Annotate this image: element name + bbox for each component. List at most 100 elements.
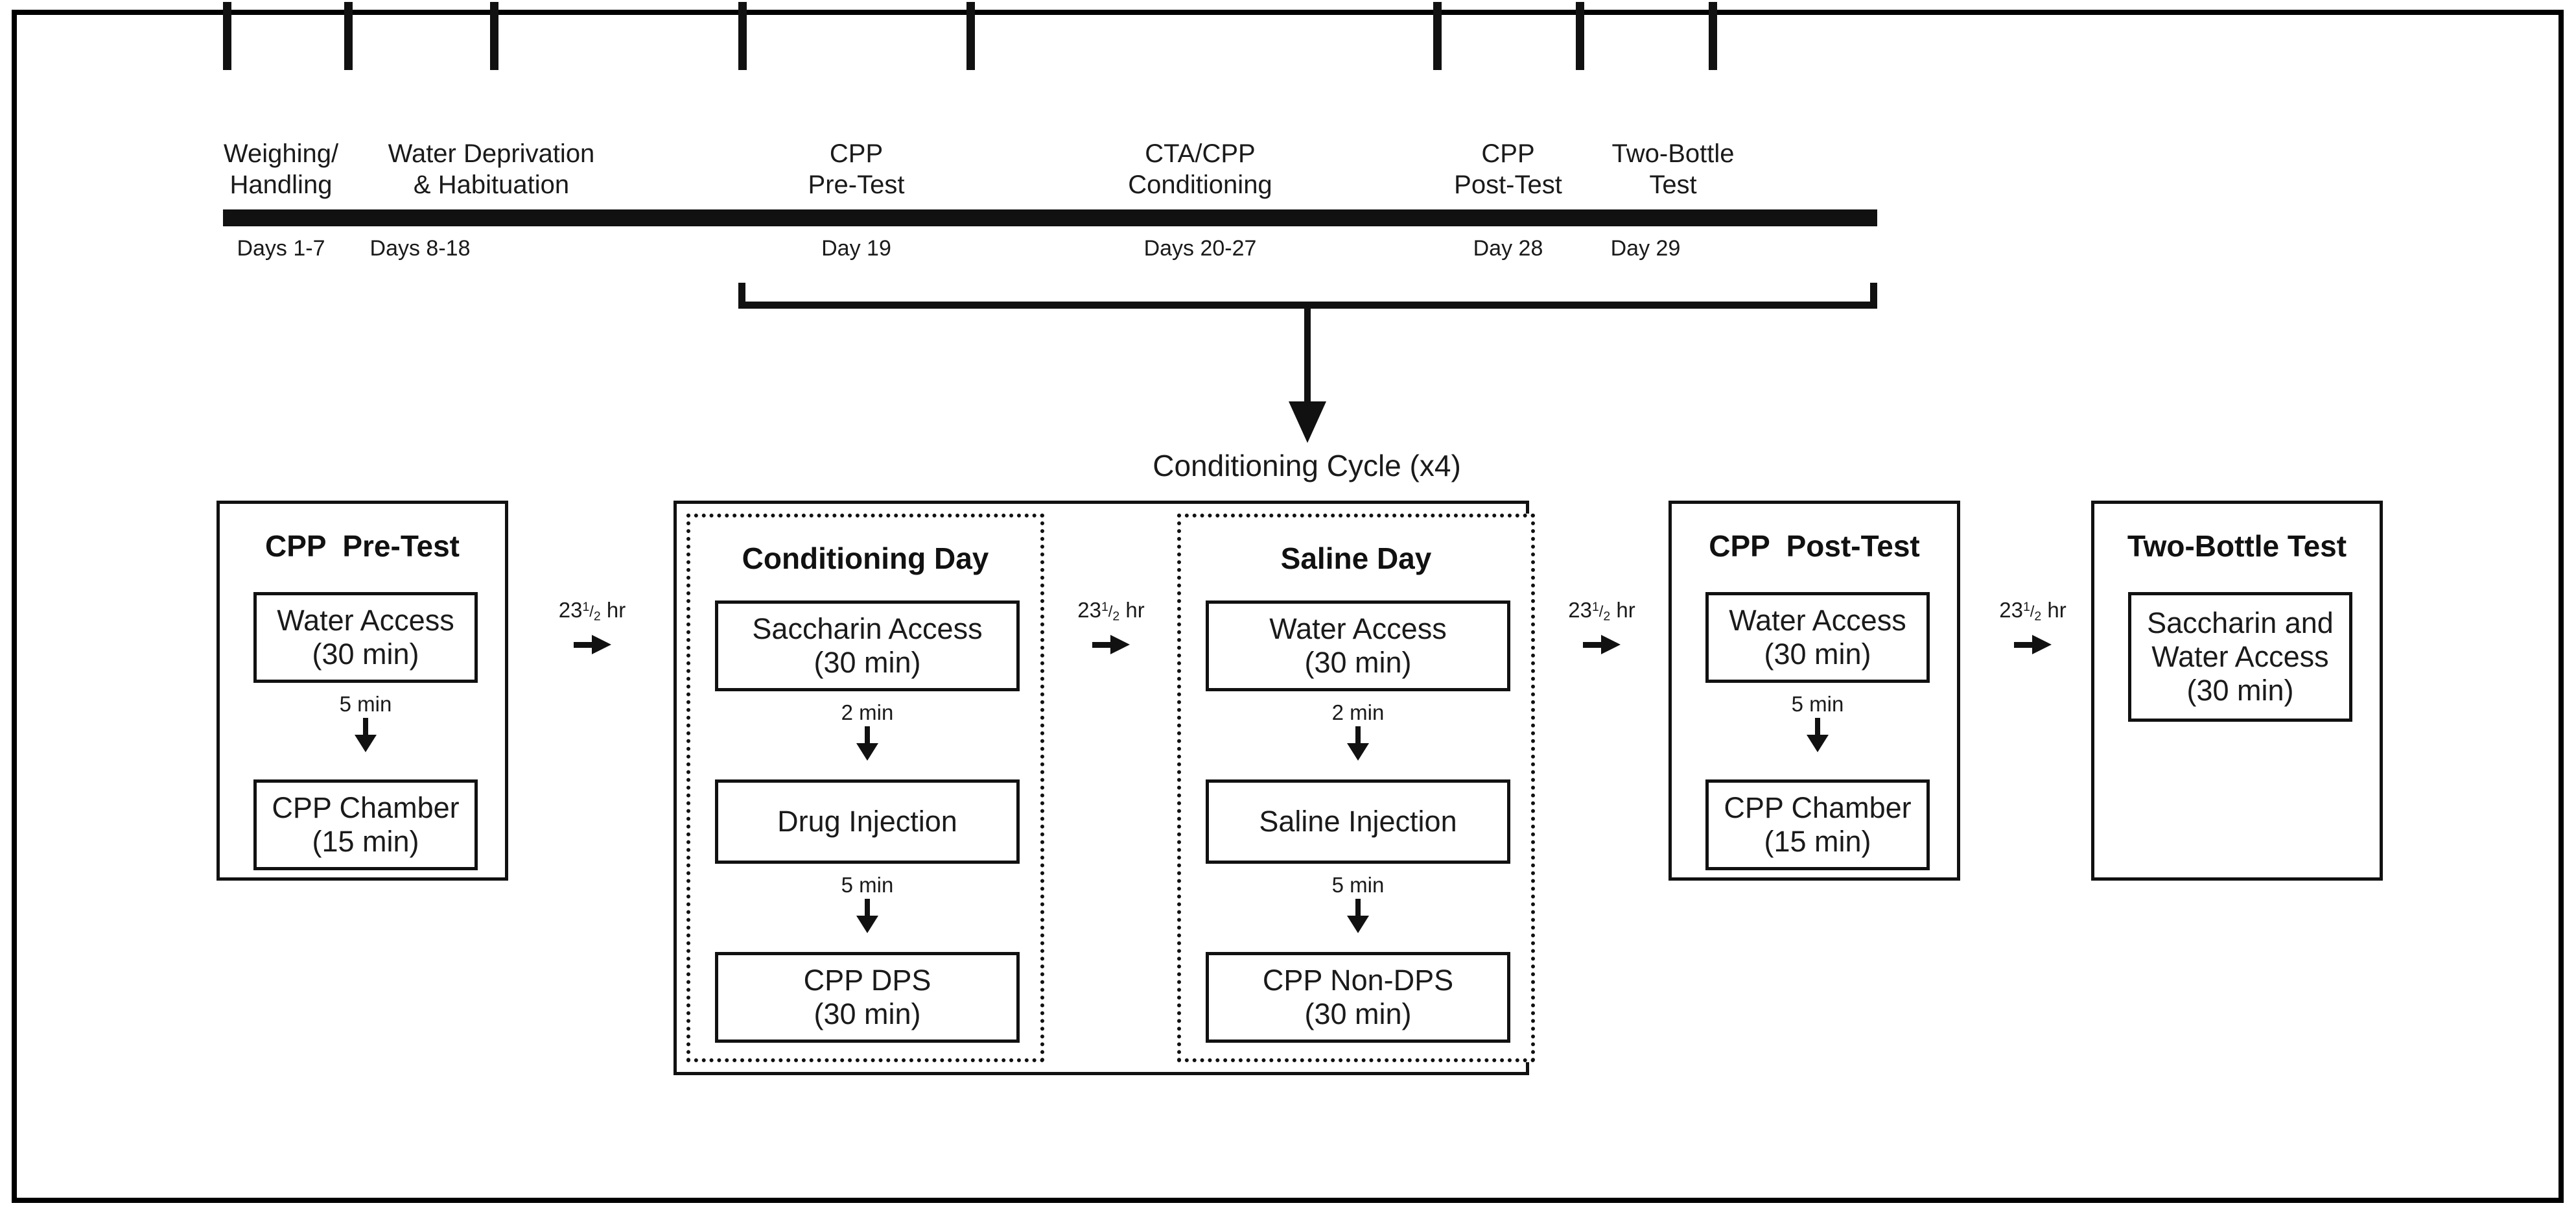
fraction-denominator: 2	[593, 609, 601, 624]
step-cpp-chamber-pre: CPP Chamber (15 min)	[253, 779, 478, 870]
step-cpp-chamber-post: CPP Chamber (15 min)	[1705, 779, 1930, 870]
down-arrow-icon	[1289, 401, 1326, 443]
fraction-numerator: 1	[2022, 600, 2030, 614]
delay-label-saline-2: 5 min	[1331, 873, 1385, 897]
right-arrow-icon	[1092, 634, 1130, 654]
conditioning-cycle-title: Conditioning Cycle (x4)	[1153, 449, 1461, 482]
connector-pretest-to-cycle: 231/2 hr	[516, 595, 668, 654]
down-arrow-icon	[856, 916, 878, 933]
bracket-right-leg	[1870, 283, 1877, 309]
timeline-phase-label-twobottle: Two-Bottle Test	[1611, 139, 1735, 199]
connector-hours-value: 23	[1999, 597, 2023, 622]
timeline-days-conditioning: Days 20-27	[1143, 236, 1257, 261]
down-arrow-icon	[1347, 916, 1369, 933]
step-saccharin-access: Saccharin Access (30 min)	[715, 600, 1020, 691]
connector-label-23h: 231/2 hr	[1537, 595, 1667, 630]
arrow-shaft	[865, 899, 870, 916]
right-arrow-icon	[2014, 634, 2052, 654]
connector-label-23h: 231/2 hr	[516, 595, 668, 630]
arrow-head	[591, 634, 611, 654]
timeline-tick-7	[1709, 2, 1717, 70]
experiment-timeline-bar	[223, 209, 1877, 226]
timeline-phase-label-conditioning: CTA/CPP Conditioning	[1128, 139, 1272, 199]
step-cpp-non-dps: CPP Non-DPS (30 min)	[1206, 952, 1510, 1043]
timeline-tick-3	[738, 2, 747, 70]
step-saline-injection: Saline Injection	[1206, 779, 1510, 864]
connector-conditioning-to-saline: 231/2 hr	[1049, 595, 1173, 654]
timeline-days-weighing: Days 1-7	[237, 236, 325, 261]
step-water-access-post: Water Access (30 min)	[1705, 592, 1930, 683]
connector-hours-unit: hr	[2047, 597, 2067, 622]
connector-hours-value: 23	[1568, 597, 1592, 622]
timeline-tick-1	[344, 2, 353, 70]
timeline-days-twobottle: Day 29	[1610, 236, 1681, 261]
step-water-access-pre: Water Access (30 min)	[253, 592, 478, 683]
half-fraction-glyph: 1/2	[1591, 600, 1611, 624]
delay-5min-conditioning: 5 min	[715, 873, 1020, 933]
fraction-denominator: 2	[1112, 609, 1120, 624]
stage-two-bottle-test: Two-Bottle Test Saccharin and Water Acce…	[2091, 501, 2383, 881]
arrow-shaft	[1355, 726, 1361, 743]
timeline-tick-6	[1576, 2, 1584, 70]
bracket-left-leg	[738, 283, 745, 309]
step-saccharin-and-water-access: Saccharin and Water Access (30 min)	[2128, 592, 2352, 722]
stage-title-saline-day: Saline Day	[1280, 541, 1432, 575]
conditioning-span-bracket	[738, 283, 1877, 309]
timeline-days-posttest: Day 28	[1473, 236, 1543, 261]
delay-5min-post: 5 min	[1705, 692, 1930, 752]
connector-hours-value: 23	[1077, 597, 1101, 622]
delay-label-pre-1: 5 min	[339, 692, 392, 716]
connector-posttest-to-twobottle: 231/2 hr	[1968, 595, 2098, 654]
timeline-phase-label-posttest: CPP Post-Test	[1454, 139, 1562, 199]
half-fraction-glyph: 1/2	[582, 600, 601, 624]
delay-label-cond-2: 5 min	[841, 873, 894, 897]
down-arrow-icon	[1807, 735, 1829, 752]
stage-title-two-bottle: Two-Bottle Test	[2127, 529, 2347, 563]
arrow-shaft	[573, 641, 594, 648]
connector-hours-value: 23	[558, 597, 583, 622]
connector-label-23h: 231/2 hr	[1968, 595, 2098, 630]
figure-border: Weighing/ Handling Water Deprivation & H…	[12, 2, 2564, 1203]
connector-hours-unit: hr	[1125, 597, 1145, 622]
timeline-days-deprivation: Days 8-18	[369, 236, 471, 261]
down-arrow-icon	[355, 735, 377, 752]
delay-5min-saline: 5 min	[1206, 873, 1510, 933]
fraction-numerator: 1	[582, 600, 590, 614]
fraction-denominator: 2	[2034, 609, 2042, 624]
stage-conditioning-day: Conditioning Day Saccharin Access (30 mi…	[686, 514, 1044, 1062]
half-fraction-glyph: 1/2	[2022, 600, 2042, 624]
delay-label-cond-1: 2 min	[841, 700, 894, 724]
timeline-tick-0	[223, 2, 231, 70]
timeline-tick-5	[1433, 2, 1442, 70]
arrow-head	[2032, 634, 2052, 654]
right-arrow-icon	[573, 634, 611, 654]
timeline-phase-label-weighing: Weighing/ Handling	[223, 139, 339, 199]
stage-cpp-pre-test: CPP Pre-Test Water Access (30 min) 5 min…	[217, 501, 508, 881]
half-fraction-glyph: 1/2	[1101, 600, 1120, 624]
connector-hours-unit: hr	[1616, 597, 1635, 622]
down-arrow-icon	[1347, 743, 1369, 761]
delay-2min-conditioning: 2 min	[715, 700, 1020, 761]
arrow-shaft	[1092, 641, 1113, 648]
stage-title-pre-test: CPP Pre-Test	[265, 529, 460, 563]
fraction-denominator: 2	[1603, 609, 1611, 624]
connector-cycle-to-posttest: 231/2 hr	[1537, 595, 1667, 654]
fraction-numerator: 1	[1101, 600, 1108, 614]
timeline-days-pretest: Day 19	[821, 236, 891, 261]
timeline-tick-2	[490, 2, 498, 70]
timeline-phase-label-deprivation: Water Deprivation & Habituation	[388, 139, 595, 199]
arrow-head	[1601, 634, 1621, 654]
right-arrow-icon	[1583, 634, 1621, 654]
down-arrow-icon	[856, 743, 878, 761]
step-water-access-saline: Water Access (30 min)	[1206, 600, 1510, 691]
stage-title-post-test: CPP Post-Test	[1709, 529, 1920, 563]
delay-label-post-1: 5 min	[1791, 692, 1844, 716]
step-cpp-dps: CPP DPS (30 min)	[715, 952, 1020, 1043]
connector-label-23h: 231/2 hr	[1049, 595, 1173, 630]
down-arrow-shaft-icon	[1304, 309, 1311, 416]
delay-2min-saline: 2 min	[1206, 700, 1510, 761]
arrow-shaft	[363, 718, 368, 735]
stage-saline-day: Saline Day Water Access (30 min) 2 min S…	[1177, 514, 1535, 1062]
timeline-phase-label-pretest: CPP Pre-Test	[808, 139, 905, 199]
